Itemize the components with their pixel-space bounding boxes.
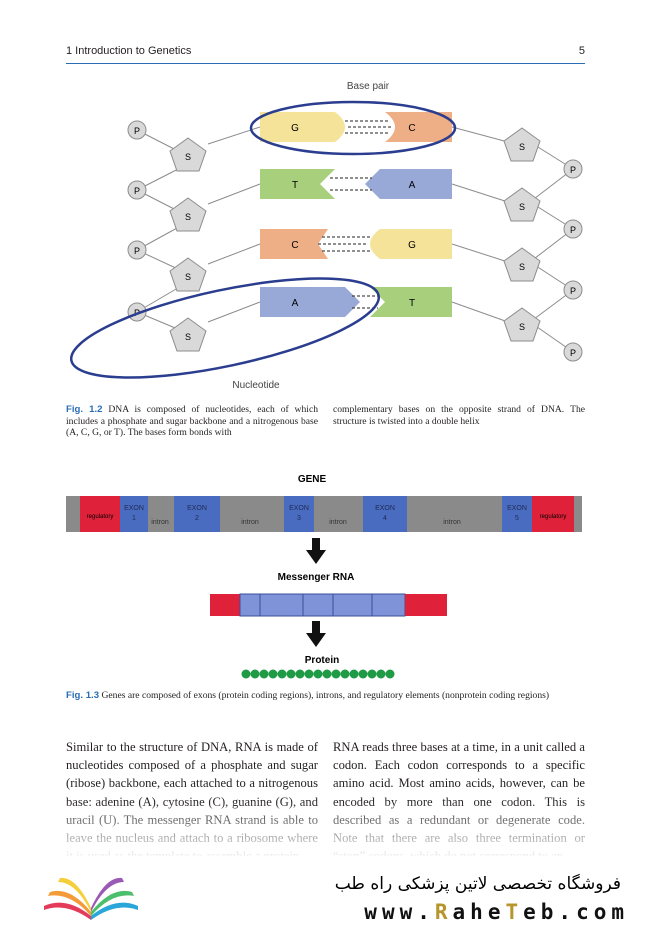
mrna-exon-dividers: [259, 594, 373, 616]
phosphate-label: P: [134, 186, 140, 196]
exon-number: 5: [515, 515, 519, 522]
left-sugars: [169, 137, 207, 352]
base-letter: T: [292, 180, 298, 191]
base-letter: A: [409, 180, 416, 191]
base-letter: G: [408, 240, 416, 251]
sugar-label: S: [519, 142, 525, 152]
phosphate-label: P: [570, 165, 576, 175]
mrna-coding: [239, 593, 406, 617]
base-right-row-1: [385, 112, 452, 142]
phosphate-label: P: [570, 225, 576, 235]
fig13-caption: Fig. 1.3 Genes are composed of exons (pr…: [66, 690, 585, 702]
url-brand-ahe: ahe: [452, 900, 506, 924]
phosphate-label: P: [570, 348, 576, 358]
protein-chain: [241, 669, 395, 679]
nucleotide-label: Nucleotide: [232, 380, 280, 391]
exon-word: EXON: [187, 505, 207, 512]
base-letter: T: [409, 298, 415, 309]
gene-title: GENE: [298, 474, 327, 485]
regulatory-left: [80, 496, 120, 532]
url-brand-r: R: [434, 900, 453, 924]
exon-word: EXON: [507, 505, 527, 512]
sugar-label: S: [519, 322, 525, 332]
base-pairs: G C T A C G A T: [260, 112, 452, 317]
base-left-row-4: [260, 287, 360, 317]
exon-number: 4: [383, 515, 387, 522]
base-letter: C: [291, 240, 298, 251]
base-left-row-2: [260, 169, 335, 199]
store-name: فروشگاه تخصصی لاتین پزشکی راه طب: [334, 874, 621, 894]
url-www: www.: [364, 900, 435, 924]
bottom-fade: [0, 800, 651, 860]
intron-labels: intron intron intron intron: [151, 519, 461, 526]
intron-label: intron: [443, 519, 461, 526]
regulatory-right: [532, 496, 574, 532]
gene-figure: GENE regulatory regulatory EXON 1 EXON 2…: [66, 474, 582, 679]
base-left-row-3: [260, 229, 328, 259]
exon-number: 2: [195, 515, 199, 522]
sugar-label: S: [185, 272, 191, 282]
nucleotide-highlight: [69, 277, 381, 379]
protein-label: Protein: [305, 655, 339, 666]
fig12-caption-label: Fig. 1.2: [66, 404, 103, 415]
dna-figure: Base pair P P P P: [69, 81, 583, 391]
fig12-caption-col1: Fig. 1.2 DNA is composed of nucleotides,…: [66, 404, 318, 439]
intron-label: intron: [241, 519, 259, 526]
footer-banner: [0, 856, 651, 929]
exon-word: EXON: [124, 505, 144, 512]
base-right-row-2: [365, 169, 452, 199]
base-pair-label: Base pair: [347, 81, 390, 92]
mrna-utr-left: [210, 594, 240, 616]
phosphate-label: P: [134, 126, 140, 136]
right-sugars: [503, 127, 541, 342]
book-logo-icon: [44, 877, 138, 920]
base-left-row-1: [260, 112, 345, 142]
fig12-caption-text-2: complementary bases on the opposite stra…: [333, 404, 585, 427]
page-number: 5: [578, 45, 585, 57]
exons: [120, 496, 532, 532]
down-arrow-icon: [306, 538, 326, 564]
fig12-caption-col2: complementary bases on the opposite stra…: [333, 404, 585, 427]
regulatory-label: regulatory: [87, 514, 114, 520]
chapter-title: 1 Introduction to Genetics: [66, 45, 192, 57]
base-letter: C: [408, 123, 415, 134]
sugar-label: S: [185, 332, 191, 342]
sugar-label: S: [519, 202, 525, 212]
gene-bar: [66, 496, 582, 532]
left-phosphates: P P P P: [127, 120, 147, 322]
exon-labels: EXON 1 EXON 2 EXON 3 EXON 4 EXON 5: [124, 505, 527, 522]
base-pair-highlight: [249, 100, 457, 156]
url-brand-t: T: [505, 900, 524, 924]
left-sugar-labels: S S S S: [185, 152, 191, 342]
sugar-label: S: [185, 212, 191, 222]
sugar-label: S: [185, 152, 191, 162]
sugar-label: S: [519, 262, 525, 272]
fig13-caption-label: Fig. 1.3: [66, 690, 100, 701]
base-letter: A: [292, 298, 299, 309]
base-letter: G: [291, 123, 299, 134]
exon-word: EXON: [289, 505, 309, 512]
exon-number: 1: [132, 515, 136, 522]
phosphate-label: P: [570, 286, 576, 296]
phosphate-label: P: [134, 246, 140, 256]
regulatory-label: regulatory: [540, 514, 567, 520]
url-tld: .com: [558, 900, 629, 924]
fig12-caption-text-1: DNA is composed of nucleotides, each of …: [66, 404, 318, 438]
intron-label: intron: [329, 519, 347, 526]
right-phosphates: P P P P: [563, 159, 583, 362]
exon-word: EXON: [375, 505, 395, 512]
exon-number: 3: [297, 515, 301, 522]
intron-label: intron: [151, 519, 169, 526]
mrna-utr-right: [405, 594, 447, 616]
website-url: www.RaheTeb.com: [364, 900, 629, 924]
right-sugar-labels: S S S S: [519, 142, 525, 332]
down-arrow-icon: [306, 621, 326, 647]
mrna-label: Messenger RNA: [278, 572, 355, 583]
base-right-row-4: [370, 287, 452, 317]
running-header: 1 Introduction to Genetics 5: [66, 45, 585, 63]
fig13-caption-text: Genes are composed of exons (protein cod…: [101, 690, 550, 701]
url-brand-eb: eb: [523, 900, 559, 924]
header-rule: [66, 63, 585, 64]
base-right-row-3: [370, 229, 452, 259]
